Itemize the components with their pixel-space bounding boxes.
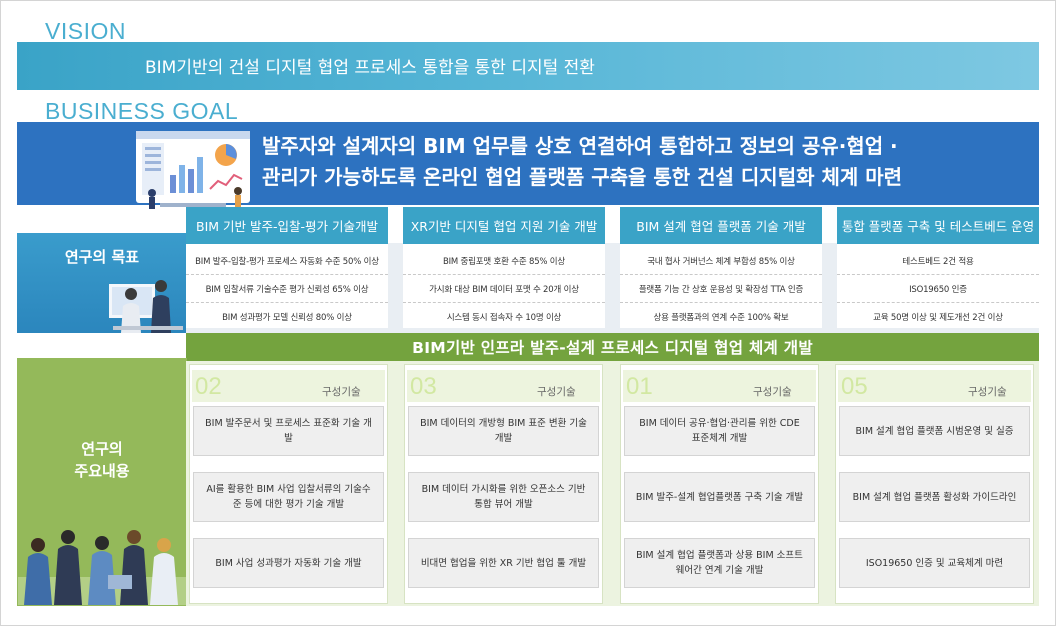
objective-item: 플랫폼 기능 간 상호 운용성 및 확장성 TTA 인증: [620, 275, 822, 303]
business-goal-line-1: 발주자와 설계자의 BIM 업무를 상호 연결하여 통합하고 정보의 공유·협업…: [262, 134, 898, 158]
objectives-label-text: 연구의 목표: [64, 248, 140, 266]
business-goal-text: 발주자와 설계자의 BIM 업무를 상호 연결하여 통합하고 정보의 공유·협업…: [262, 131, 1032, 193]
content-column-number: 01: [626, 373, 653, 400]
content-item: BIM 사업 성과평가 자동화 기술 개발: [193, 538, 384, 588]
vision-bar: [17, 42, 1039, 90]
objective-item: BIM 발주-입찰-평가 프로세스 자동화 수준 50% 이상: [186, 247, 388, 275]
main-content-label-line-2: 주요내용: [74, 462, 130, 480]
content-item: 비대면 협업을 위한 XR 기반 협업 툴 개발: [408, 538, 599, 588]
objective-item: 가시화 대상 BIM 데이터 포맷 수 20개 이상: [403, 275, 605, 303]
objective-column-title: BIM 설계 협업 플랫폼 기술 개발: [620, 207, 822, 244]
content-column-number: 02: [195, 373, 222, 400]
dashboard-illustration-icon: [136, 131, 250, 209]
content-column-number: 03: [410, 373, 437, 400]
objective-item: BIM 입찰서류 기술수준 평가 신뢰성 65% 이상: [186, 275, 388, 303]
content-item: ISO19650 인증 및 교육체계 마련: [839, 538, 1030, 588]
team-meeting-illustration-icon: [18, 530, 188, 605]
objective-item: 상용 플랫폼과의 연계 수준 100% 확보: [653, 312, 789, 323]
two-people-illustration-icon: [109, 280, 183, 333]
business-goal-heading: BUSINESS GOAL: [45, 98, 239, 124]
content-column-header: [407, 370, 600, 402]
content-column-tag: 구성기술: [753, 386, 792, 398]
content-item: BIM 설계 협업 플랫폼 활성화 가이드라인: [839, 472, 1030, 522]
objective-column-title: XR기반 디지털 협업 지원 기술 개발: [403, 207, 605, 244]
content-column-header: [192, 370, 385, 402]
content-item: BIM 데이터 공유·협업·관리를 위한 CDE 표준체계 개발: [624, 406, 815, 456]
objective-column-title: BIM 기반 발주-입찰-평가 기술개발: [186, 207, 388, 244]
content-item: BIM 데이터의 개방형 BIM 표준 변환 기술 개발: [408, 406, 599, 456]
content-column-tag: 구성기술: [968, 386, 1007, 398]
objective-column-title: 통합 플랫폼 구축 및 테스트베드 운영: [837, 207, 1039, 244]
content-column-tag: 구성기술: [537, 386, 576, 398]
content-item: AI를 활용한 BIM 사업 입찰서류의 기술수준 등에 대한 평가 기술 개발: [193, 472, 384, 522]
objective-item: 시스템 동시 접속자 수 10명 이상: [446, 312, 562, 323]
content-column-header: [623, 370, 816, 402]
content-item: BIM 발주문서 및 프로세스 표준화 기술 개발: [193, 406, 384, 456]
objective-item: BIM 성과평가 모델 신뢰성 80% 이상: [222, 312, 352, 323]
content-column-tag: 구성기술: [322, 386, 361, 398]
content-item: BIM 설계 협업 플랫폼 시범운영 및 실증: [839, 406, 1030, 456]
objective-item: 교육 50명 이상 및 제도개선 2건 이상: [873, 312, 1003, 323]
content-column-number: 05: [841, 373, 868, 400]
main-content-banner: BIM기반 인프라 발주-설계 프로세스 디지털 협업 체계 개발: [186, 333, 1039, 361]
main-content-label-line-1: 연구의: [81, 440, 123, 458]
objective-item: BIM 중립포맷 호환 수준 85% 이상: [403, 247, 605, 275]
objective-item: ISO19650 인증: [837, 275, 1039, 303]
vision-text: BIM기반의 건설 디지털 협업 프로세스 통합을 통한 디지털 전환: [145, 58, 595, 78]
objective-item: 국내 협사 거버넌스 체계 부합성 85% 이상: [620, 247, 822, 275]
content-item: BIM 발주-설계 협업플랫폼 구축 기술 개발: [624, 472, 815, 522]
objective-item: 테스트베드 2건 적용: [837, 247, 1039, 275]
content-item: BIM 설계 협업 플랫폼과 상용 BIM 소프트웨어간 연계 기술 개발: [624, 538, 815, 588]
content-item: BIM 데이터 가시화를 위한 오픈소스 기반 통합 뷰어 개발: [408, 472, 599, 522]
vision-heading: VISION: [45, 18, 126, 44]
content-column-header: [838, 370, 1031, 402]
business-goal-line-2: 관리가 가능하도록 온라인 협업 플랫폼 구축을 통한 건설 디지털화 체계 마…: [262, 165, 903, 189]
